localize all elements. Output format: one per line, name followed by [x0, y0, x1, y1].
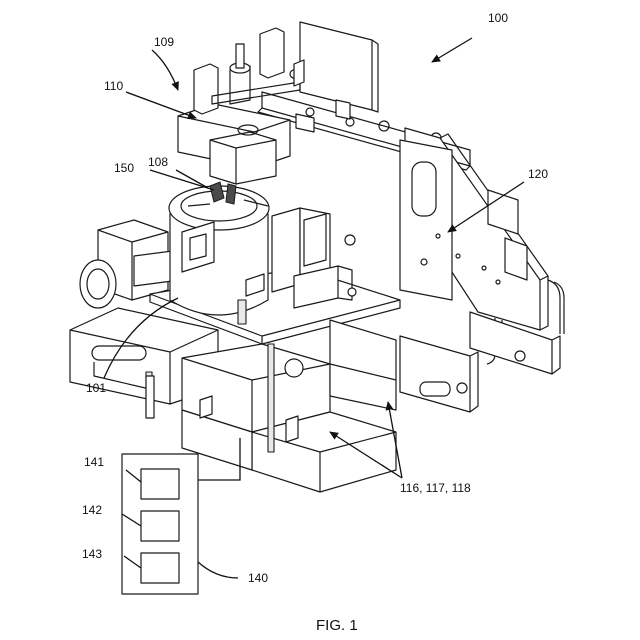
support-post: [146, 376, 154, 418]
arrow-110: [126, 92, 196, 118]
controller-block: [122, 438, 240, 594]
label-100: 100: [488, 11, 508, 25]
back-panel: [300, 22, 378, 112]
arrow-109: [152, 50, 178, 90]
label-109: 109: [154, 35, 174, 49]
module-141: [141, 469, 179, 499]
leader-140: [198, 562, 238, 578]
central-cylinder: [169, 182, 269, 324]
label-150: 150: [114, 161, 134, 175]
machine-drawing: [70, 22, 564, 492]
label-143: 143: [82, 547, 102, 561]
arrow-100: [432, 38, 472, 62]
label-120: 120: [528, 167, 548, 181]
label-142: 142: [82, 503, 102, 517]
label-141: 141: [84, 455, 104, 469]
label-110: 110: [104, 79, 123, 93]
label-108: 108: [148, 155, 168, 169]
label-116-117-118: 116, 117, 118: [400, 481, 471, 495]
label-140: 140: [248, 571, 268, 585]
top-motor: [178, 104, 290, 184]
figure-caption: FIG. 1: [316, 617, 358, 634]
label-101: 101: [86, 381, 106, 395]
module-142: [141, 511, 179, 541]
module-143: [141, 553, 179, 583]
